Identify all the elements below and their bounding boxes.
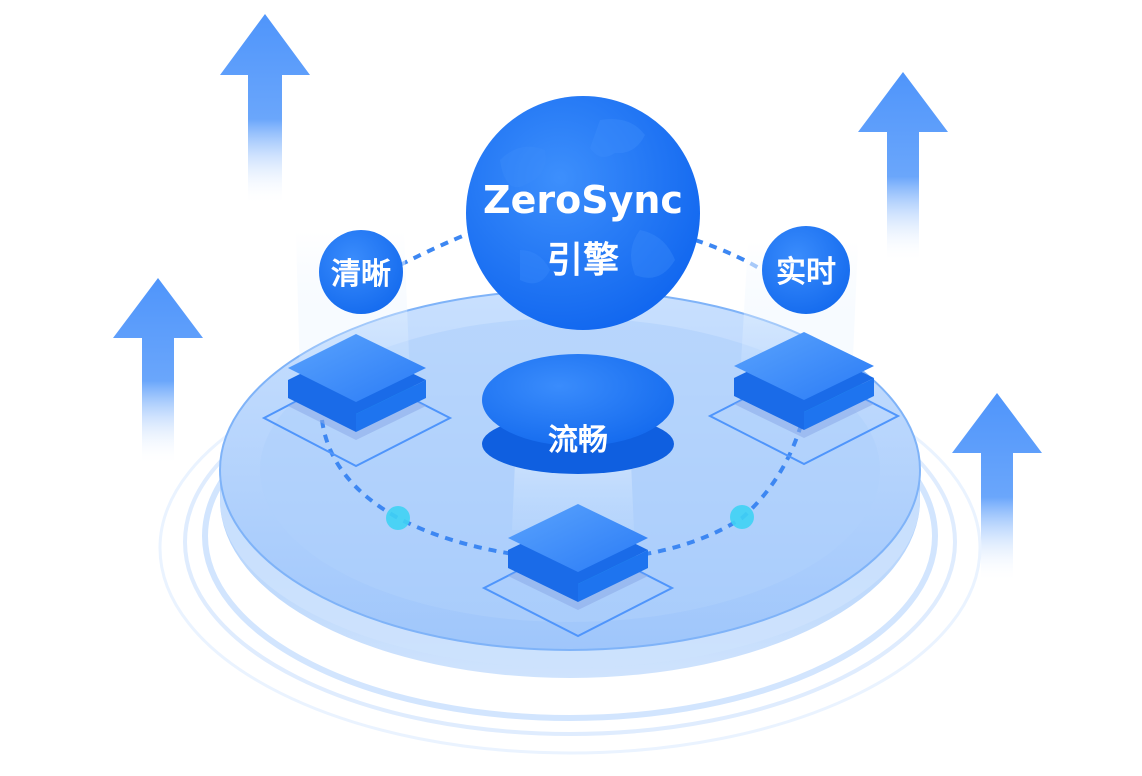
engine-subtitle: 引擎 bbox=[547, 240, 619, 281]
globe-icon: ZeroSync 引擎 bbox=[466, 96, 700, 330]
feature-label: 清晰 bbox=[331, 257, 391, 292]
connection-dot bbox=[386, 506, 410, 530]
feature-node-clarity: 清晰 bbox=[319, 230, 403, 314]
feature-label: 实时 bbox=[776, 255, 836, 290]
feature-node-smooth: 流畅 bbox=[548, 423, 608, 458]
feature-node-realtime: 实时 bbox=[762, 226, 850, 314]
chip-node-right bbox=[707, 332, 901, 466]
feature-label: 流畅 bbox=[548, 423, 608, 458]
up-arrow-icon bbox=[858, 72, 948, 262]
chip-node-left bbox=[261, 334, 453, 468]
up-arrow-icon bbox=[220, 14, 310, 205]
engine-name: ZeroSync bbox=[483, 178, 683, 222]
up-arrow-icon bbox=[952, 393, 1042, 582]
chip-node-bottom bbox=[481, 504, 675, 638]
up-arrow-icon bbox=[113, 278, 203, 465]
connection-dot bbox=[730, 505, 754, 529]
center-pod bbox=[482, 354, 674, 474]
